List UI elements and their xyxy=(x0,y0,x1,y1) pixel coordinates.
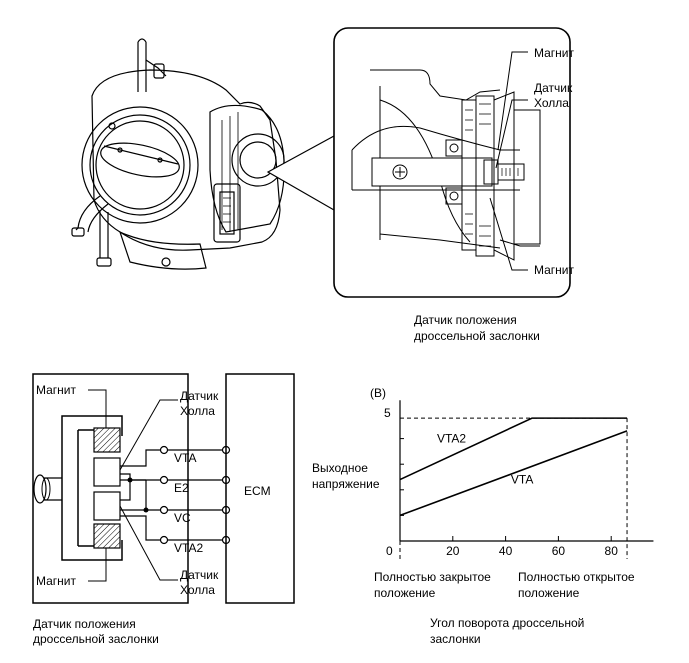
throttle-body-illustration xyxy=(71,38,285,270)
x-tick-label: 20 xyxy=(446,544,460,558)
y-tick-label: 5 xyxy=(384,406,391,420)
pin-vta2: VTA2 xyxy=(174,541,203,555)
circuit-hall-top-2: Холла xyxy=(180,404,215,418)
x-tick-label: 0 xyxy=(386,544,393,558)
circuit-hall-top-1: Датчик xyxy=(180,389,219,403)
x-note-open-2: положение xyxy=(518,586,580,600)
pin-vta: VTA xyxy=(174,451,196,465)
series-label-vta: VTA xyxy=(511,472,533,486)
panel-label: (B) xyxy=(370,386,386,400)
sensor-housing xyxy=(32,373,189,604)
series-line-vta xyxy=(399,430,628,517)
circuit-magnet-top: Магнит xyxy=(36,383,77,397)
sensor-detail-box: Магнит Датчик Холла Магнит xyxy=(333,27,575,298)
detail-label-magnet-top: Магнит xyxy=(534,46,575,60)
x-axis-label-2: заслонки xyxy=(430,632,481,646)
x-tick-label: 60 xyxy=(552,544,566,558)
callout-wedge xyxy=(266,134,335,212)
detail-label-magnet-bottom: Магнит xyxy=(534,263,575,277)
circuit-caption-line2: дроссельной заслонки xyxy=(33,632,159,646)
series-label-vta2: VTA2 xyxy=(437,431,466,445)
x-tick-label: 80 xyxy=(605,544,619,558)
detail-caption-line1: Датчик положения xyxy=(414,313,517,327)
y-axis-label-2: напряжение xyxy=(312,477,380,491)
detail-label-hall-1: Датчик xyxy=(534,81,573,95)
x-note-closed-2: положение xyxy=(374,586,436,600)
detail-caption-line2: дроссельной заслонки xyxy=(414,329,540,343)
x-note-open-1: Полностью открытое xyxy=(518,570,635,584)
x-tick-label: 40 xyxy=(499,544,513,558)
x-note-closed-1: Полностью закрытое xyxy=(374,570,491,584)
hall-sensor-top xyxy=(93,457,121,487)
detail-label-hall-2: Холла xyxy=(534,96,569,110)
ecm-label: ECM xyxy=(244,484,271,498)
circuit-caption-line1: Датчик положения xyxy=(33,617,136,631)
y-axis-label-1: Выходное xyxy=(312,461,368,475)
series-line-vta2 xyxy=(399,417,628,481)
circuit-hall-bottom-2: Холла xyxy=(180,583,215,597)
circuit-hall-bottom-1: Датчик xyxy=(180,568,219,582)
pin-e2: E2 xyxy=(174,481,189,495)
hall-sensor-bottom xyxy=(93,491,121,521)
pin-vc: VC xyxy=(174,511,191,525)
magnet-bottom xyxy=(93,523,121,549)
ecm-box xyxy=(225,373,295,604)
magnet-top xyxy=(93,427,121,453)
circuit-diagram: ECM VTA E2 VC VTA2 Магнит Магнит Датчик … xyxy=(32,373,295,604)
circuit-magnet-bottom: Магнит xyxy=(36,574,77,588)
x-axis-label-1: Угол поворота дроссельной xyxy=(430,616,584,630)
